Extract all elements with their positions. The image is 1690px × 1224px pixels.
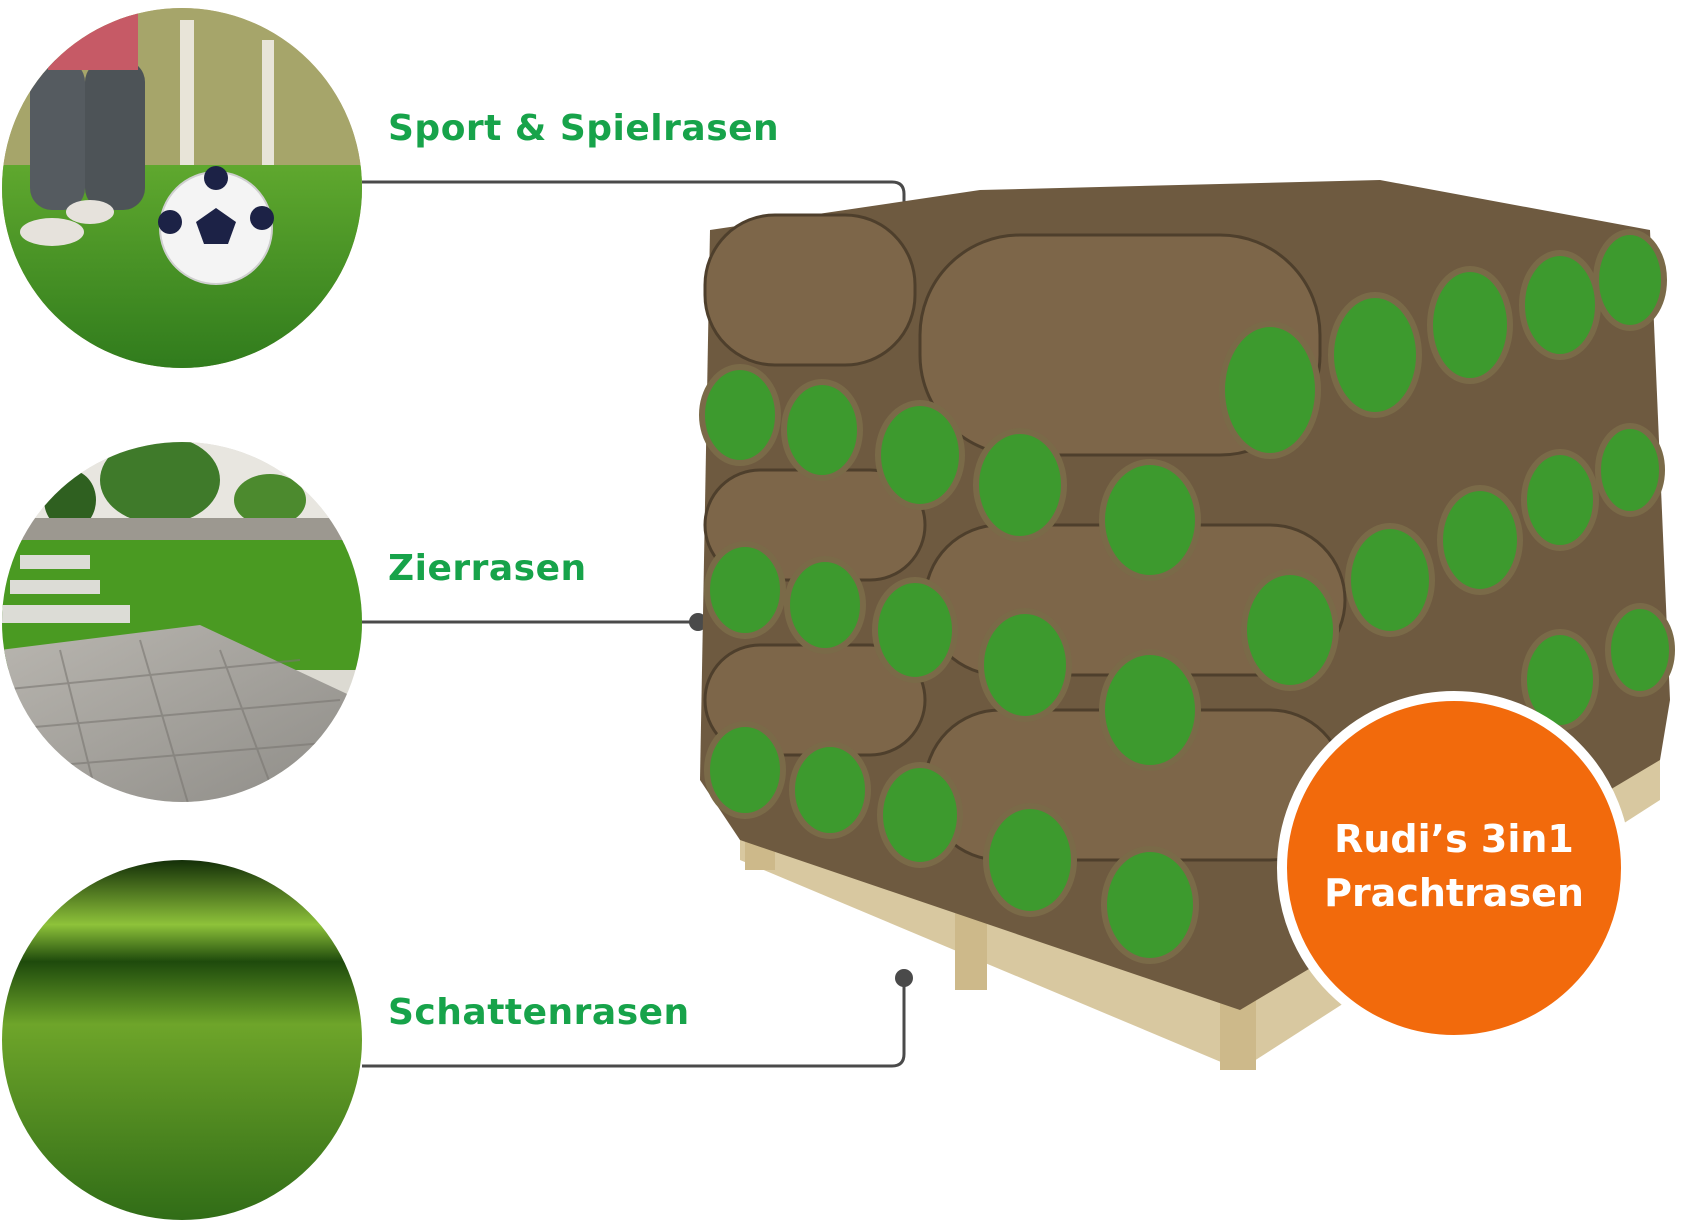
connector-dot-schatten	[895, 969, 913, 987]
badge-line-1: Rudi’s 3in1	[1334, 817, 1574, 861]
sport-lawn-image	[2, 8, 362, 368]
connector-dot-zier	[689, 613, 707, 631]
connector-schatten	[362, 978, 906, 1068]
category-label-sport: Sport & Spielrasen	[388, 108, 780, 149]
category-label-zier: Zierrasen	[388, 548, 587, 589]
connector-sport	[362, 180, 906, 272]
product-badge	[1277, 691, 1631, 1045]
badge-line-2: Prachtrasen	[1324, 871, 1584, 915]
product-badge-text: Rudi’s 3in1 Prachtrasen	[1284, 812, 1624, 920]
category-label-schatten: Schattenrasen	[388, 992, 690, 1033]
ornamental-lawn-image	[2, 442, 362, 802]
connectors	[362, 180, 906, 1068]
shade-lawn-image	[2, 860, 362, 1220]
